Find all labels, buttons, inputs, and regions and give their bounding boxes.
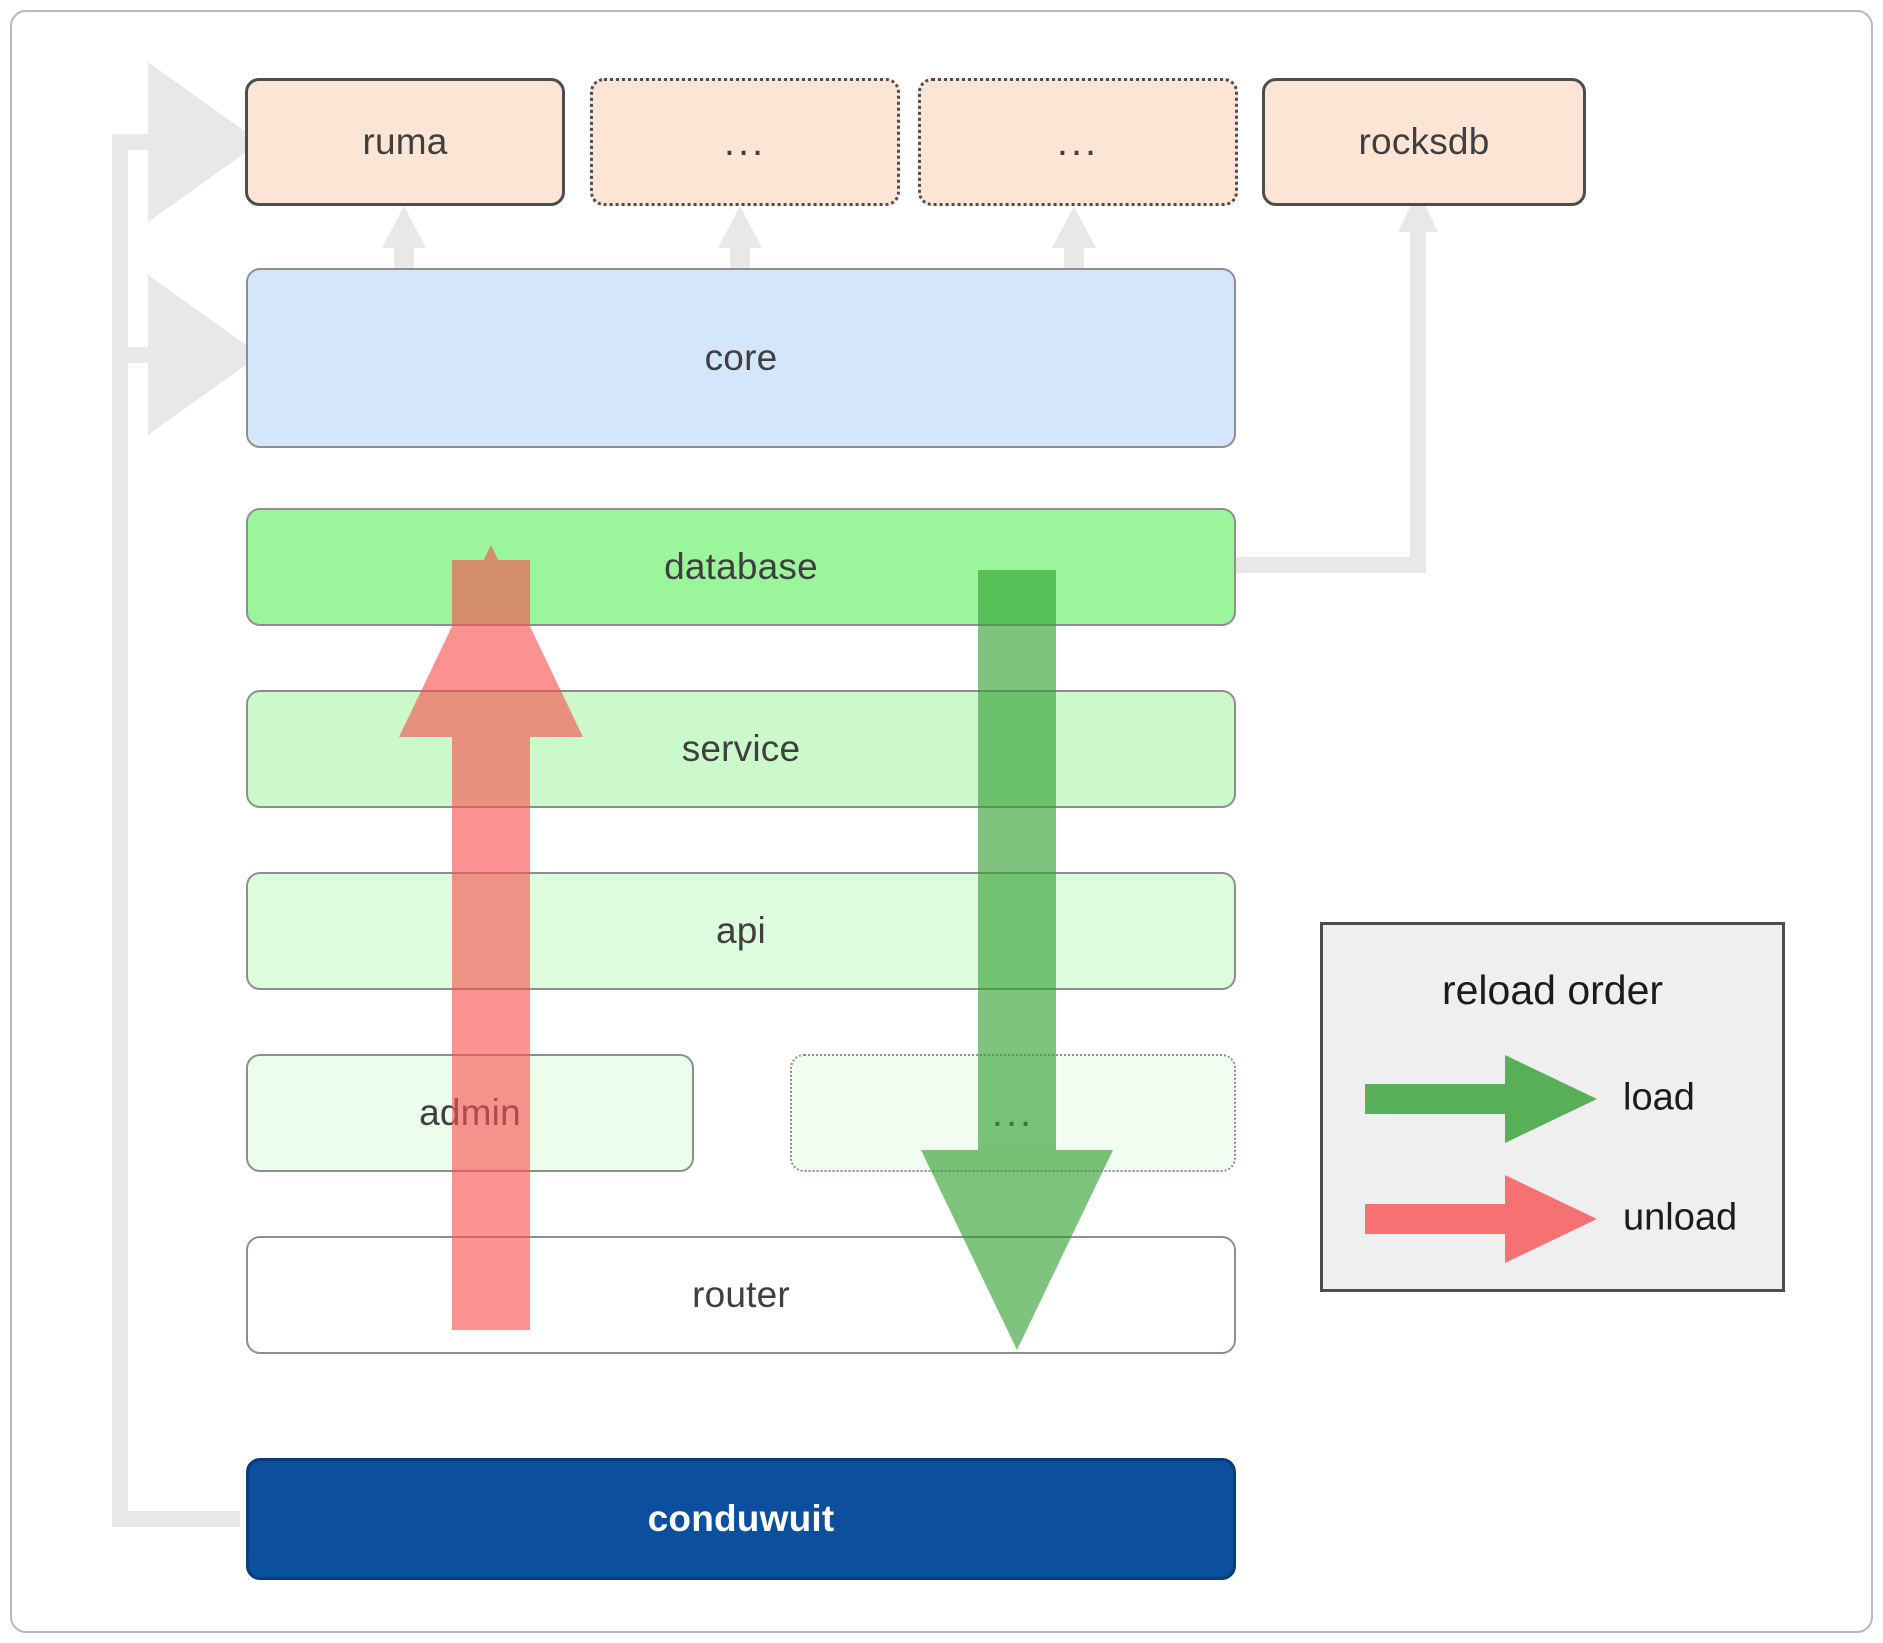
- application-conduwuit[interactable]: conduwuit: [246, 1458, 1236, 1580]
- layer-placeholder-label: ...: [991, 1091, 1035, 1135]
- layer-router[interactable]: router: [246, 1236, 1236, 1354]
- diagram-frame: [10, 10, 1873, 1633]
- legend-label-unload: unload: [1623, 1196, 1738, 1239]
- layer-database-label: database: [664, 546, 818, 587]
- dependency-placeholder-2[interactable]: ...: [918, 78, 1238, 206]
- layer-database[interactable]: database: [246, 508, 1236, 626]
- layer-api-label: api: [716, 910, 766, 951]
- dependency-placeholder-2-label: ...: [1056, 120, 1100, 164]
- layer-core-label: core: [704, 337, 778, 378]
- layer-service-label: service: [681, 728, 801, 769]
- dependency-placeholder-1[interactable]: ...: [590, 78, 900, 206]
- layer-core[interactable]: core: [246, 268, 1236, 448]
- legend-title: reload order: [1441, 967, 1664, 1013]
- layer-placeholder[interactable]: ...: [790, 1054, 1236, 1172]
- dependency-placeholder-1-label: ...: [723, 120, 767, 164]
- application-conduwuit-label: conduwuit: [647, 1498, 835, 1539]
- layer-admin[interactable]: admin: [246, 1054, 694, 1172]
- legend-row-load: load: [1323, 1053, 1782, 1143]
- legend-label-load: load: [1623, 1076, 1695, 1119]
- unload-arrow-icon: [1365, 1175, 1597, 1263]
- dependency-rocksdb[interactable]: rocksdb: [1262, 78, 1586, 206]
- layer-admin-label: admin: [419, 1092, 521, 1133]
- dependency-rocksdb-label: rocksdb: [1358, 121, 1490, 162]
- load-arrow-icon: [1365, 1055, 1597, 1143]
- legend-row-unload: unload: [1323, 1173, 1782, 1263]
- dependency-ruma-label: ruma: [362, 121, 448, 162]
- layer-api[interactable]: api: [246, 872, 1236, 990]
- layer-router-label: router: [692, 1274, 790, 1315]
- dependency-ruma[interactable]: ruma: [245, 78, 565, 206]
- layer-service[interactable]: service: [246, 690, 1236, 808]
- legend-panel: reload order load unload: [1320, 922, 1785, 1292]
